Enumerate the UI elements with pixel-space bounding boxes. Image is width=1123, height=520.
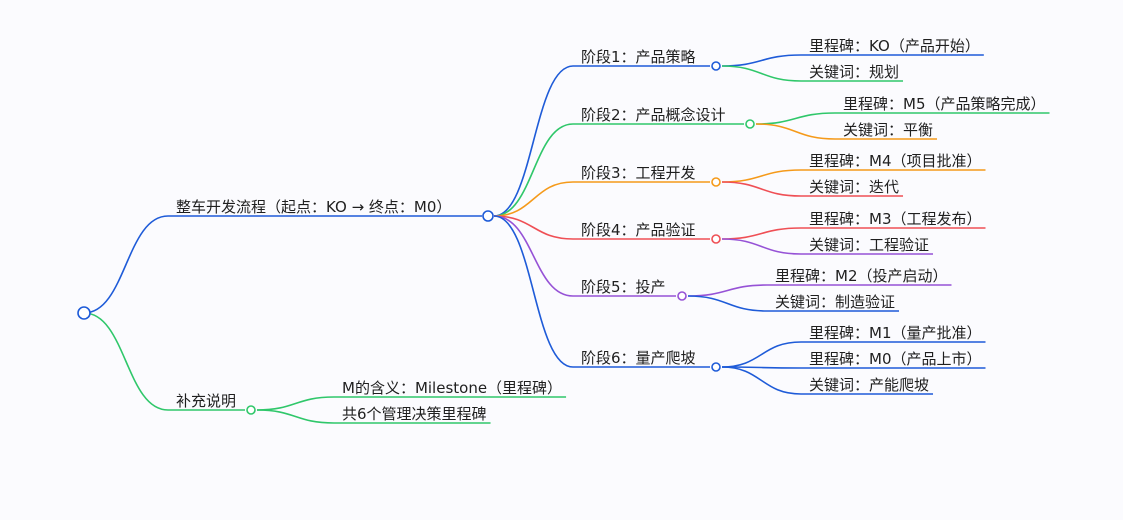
stage-6-label: 阶段6：量产爬坡 — [581, 349, 696, 367]
stage-5-child-2-label: 关键词：制造验证 — [775, 293, 895, 311]
mindmap-edges — [83, 54, 1050, 424]
stage-1-toggle[interactable] — [711, 61, 721, 71]
edge-stage-3-child-2 — [721, 181, 802, 197]
notes-child-2-label: 共6个管理决策里程碑 — [342, 405, 487, 423]
stage-5-toggle[interactable] — [677, 291, 687, 301]
edge-flow-stage-4 — [493, 215, 574, 240]
stage-4-child-2-label: 关键词：工程验证 — [809, 236, 929, 254]
stage-3-child-2-label: 关键词：迭代 — [809, 178, 899, 196]
edge-stage-6-child-3 — [721, 366, 802, 395]
mindmap-labels: 整车开发流程（起点：KO → 终点：M0） 补充说明 阶段1：产品策略 里程碑：KO（… — [176, 37, 1046, 423]
edge-stage-1-child-1 — [721, 54, 802, 67]
stage-1-child-2-label: 关键词：规划 — [809, 63, 899, 81]
stage-4-label: 阶段4：产品验证 — [581, 221, 696, 239]
mindmap-nodes — [77, 61, 755, 415]
edge-flow-stage-6 — [493, 215, 574, 368]
stage-6-child-2-label: 里程碑：M0（产品上市） — [809, 350, 982, 368]
edge-flow-stage-3 — [493, 181, 574, 217]
edge-stage-6-child-1 — [721, 341, 802, 368]
stage-5-label: 阶段5：投产 — [581, 278, 666, 296]
edge-root-notes — [83, 312, 169, 411]
stage-6-child-3-label: 关键词：产能爬坡 — [809, 376, 929, 394]
edge-stage-1-child-2 — [721, 65, 802, 82]
notes-node-label: 补充说明 — [176, 392, 236, 410]
edge-flow-stage-5 — [493, 215, 574, 297]
stage-2-toggle[interactable] — [745, 119, 755, 129]
stage-6-toggle[interactable] — [711, 362, 721, 372]
root-node[interactable] — [77, 306, 91, 320]
stage-5-child-1-label: 里程碑：M2（投产启动） — [775, 267, 948, 285]
stage-6-child-1-label: 里程碑：M1（量产批准） — [809, 324, 982, 342]
edge-flow-stage-2 — [493, 123, 574, 217]
notes-child-1-label: M的含义：Milestone（里程碑） — [342, 379, 562, 397]
stage-3-child-1-label: 里程碑：M4（项目批准） — [809, 152, 982, 170]
stage-4-toggle[interactable] — [711, 234, 721, 244]
stage-1-label: 阶段1：产品策略 — [581, 48, 696, 66]
stage-3-toggle[interactable] — [711, 177, 721, 187]
stage-4-child-1-label: 里程碑：M3（工程发布） — [809, 210, 982, 228]
edge-root-flow — [83, 215, 169, 314]
notes-toggle[interactable] — [246, 405, 256, 415]
flow-toggle[interactable] — [482, 210, 494, 222]
stage-2-child-2-label: 关键词：平衡 — [843, 121, 933, 139]
edge-stage-5-child-2 — [687, 295, 768, 312]
flow-node-label: 整车开发流程（起点：KO → 终点：M0） — [176, 198, 451, 216]
edge-stage-5-child-1 — [687, 284, 768, 297]
edge-flow-stage-1 — [493, 65, 574, 217]
edge-notes-child-2 — [256, 409, 335, 424]
edge-stage-2-child-2 — [755, 123, 836, 140]
stage-1-child-1-label: 里程碑：KO（产品开始） — [809, 37, 980, 55]
edge-notes-child-1 — [256, 396, 335, 411]
stage-2-label: 阶段2：产品概念设计 — [581, 106, 726, 124]
edge-stage-2-child-1 — [755, 112, 836, 125]
edge-stage-4-child-1 — [721, 227, 802, 240]
edge-stage-4-child-2 — [721, 238, 802, 255]
stage-2-child-1-label: 里程碑：M5（产品策略完成） — [843, 95, 1046, 113]
stage-3-label: 阶段3：工程开发 — [581, 164, 696, 182]
edge-stage-3-child-1 — [721, 169, 802, 183]
